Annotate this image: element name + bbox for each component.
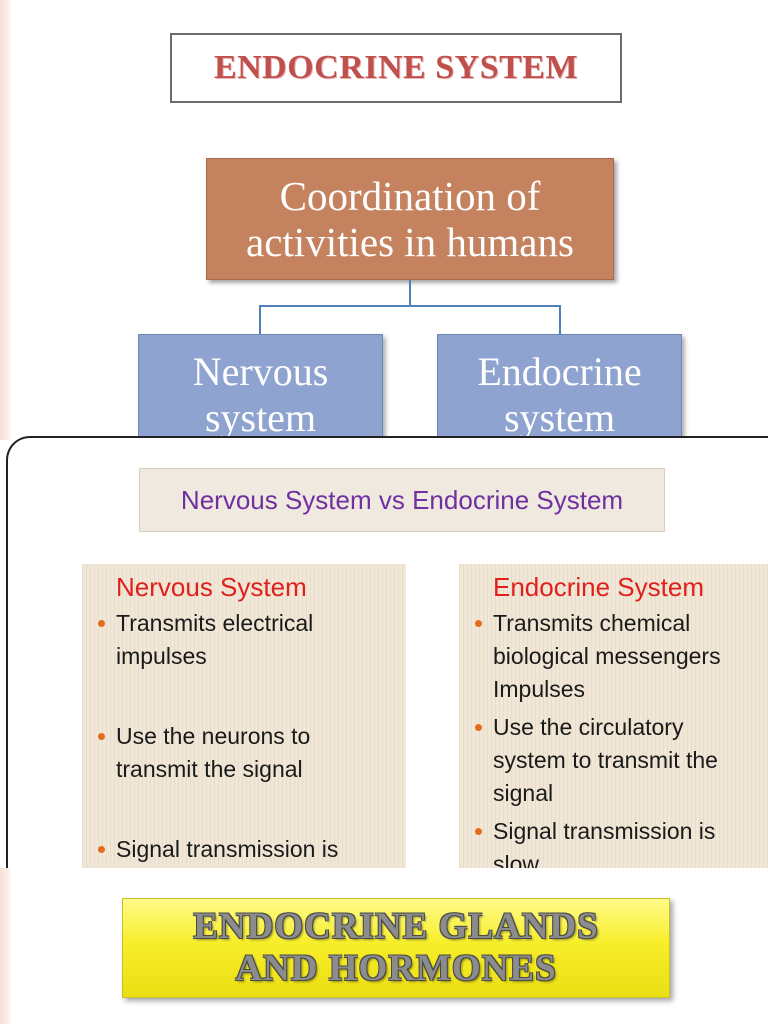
bullet-line: Signal transmission is (493, 818, 716, 844)
bullet-line: Transmits electrical (116, 610, 314, 636)
connector-line (259, 305, 561, 307)
node-line-1: Endocrine (477, 349, 642, 394)
comparison-header: Nervous System vs Endocrine System (139, 468, 665, 532)
decorative-stripe (0, 868, 12, 1024)
column-title: Nervous System (116, 572, 307, 602)
bullet-line: Impulses (493, 676, 586, 702)
bullet-line: signal (493, 780, 554, 806)
column-nervous-system: Nervous System Transmits electrical impu… (82, 564, 406, 868)
slide-endocrine-overview: ENDOCRINE SYSTEM Coordination of activit… (0, 0, 768, 440)
bullet-icon (475, 724, 482, 731)
bullet-icon (98, 733, 105, 740)
node-line-2: system (204, 395, 317, 440)
banner-line-1: ENDOCRINE GLANDS (193, 906, 599, 947)
bullet-icon (98, 846, 105, 853)
bullet-item: Signal transmission is slow (471, 815, 759, 868)
bullet-icon (475, 828, 482, 835)
bullet-line: Signal transmission is (116, 836, 339, 862)
bullet-line: Use the circulatory (493, 714, 684, 740)
slide-comparison: Nervous System vs Endocrine System Nervo… (6, 436, 768, 868)
bullet-icon (98, 620, 105, 627)
bullet-line: biological messengers (493, 643, 721, 669)
root-node-line-2: activities in humans (246, 219, 574, 265)
bullet-icon (475, 620, 482, 627)
bullet-line: transmit the signal (116, 756, 303, 782)
bullet-line: Transmits chemical (493, 610, 691, 636)
bullet-item: Signal transmission is fast (94, 833, 394, 868)
banner-line-2: AND HORMONES (235, 948, 557, 989)
bullet-item: Transmits chemical biological messengers… (471, 607, 759, 706)
diagram-node-endocrine-system: Endocrine system (437, 334, 682, 440)
node-line-2: system (503, 395, 616, 440)
bullet-line: impulses (116, 643, 207, 669)
column-endocrine-system: Endocrine System Transmits chemical biol… (459, 564, 768, 868)
connector-line (259, 305, 261, 335)
slide-glands-hormones: ENDOCRINE GLANDS AND HORMONES (0, 868, 768, 1024)
title-banner: ENDOCRINE GLANDS AND HORMONES (122, 898, 670, 998)
comparison-title: Nervous System vs Endocrine System (180, 484, 624, 515)
bullet-item: Use the circulatory system to transmit t… (471, 711, 759, 810)
root-node-line-1: Coordination of (279, 173, 541, 219)
connector-line (409, 280, 411, 306)
diagram-node-nervous-system: Nervous system (138, 334, 383, 440)
slide-title: ENDOCRINE SYSTEM (213, 49, 579, 86)
decorative-stripe (0, 0, 12, 440)
bullet-line: Use the neurons to (116, 723, 311, 749)
column-title: Endocrine System (493, 572, 704, 602)
diagram-root-node: Coordination of activities in humans (206, 158, 614, 280)
slide-title-box: ENDOCRINE SYSTEM (170, 33, 622, 103)
bullet-item: Transmits electrical impulses (94, 607, 394, 673)
bullet-item: Use the neurons to transmit the signal (94, 720, 394, 786)
node-line-1: Nervous (192, 349, 329, 394)
bullet-line: system to transmit the (493, 747, 718, 773)
bullet-line: slow (493, 851, 540, 868)
connector-line (559, 305, 561, 335)
